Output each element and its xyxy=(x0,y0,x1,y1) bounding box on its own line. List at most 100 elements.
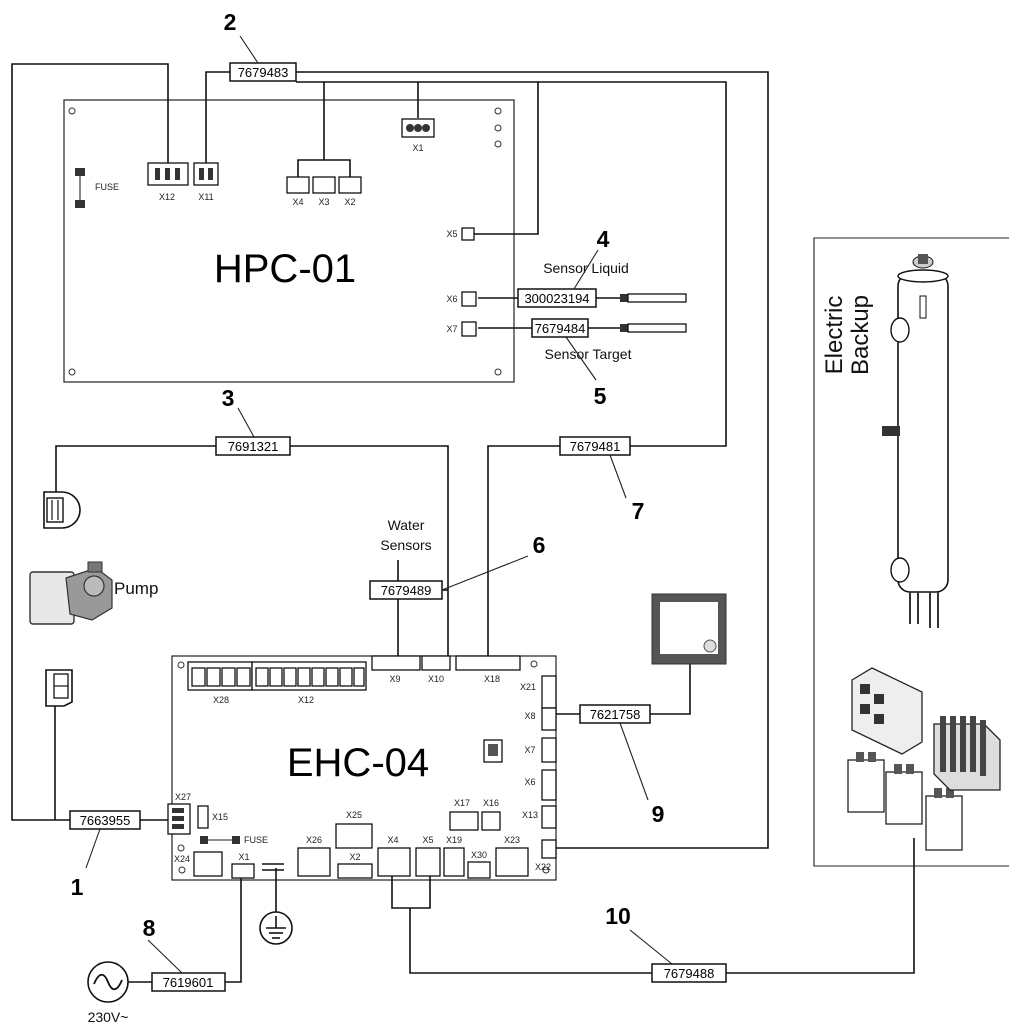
cable-9-part: 7621758 xyxy=(579,704,651,724)
ehc-x30-connector xyxy=(467,861,491,879)
ehc-label-x25: X25 xyxy=(346,810,362,820)
ehc-x5-connector xyxy=(415,847,441,877)
ehc-label-x23: X23 xyxy=(504,835,520,845)
cable-10-part: 7679488 xyxy=(651,963,727,983)
ehc-label-x30: X30 xyxy=(471,850,487,860)
cable-4-part: 300023194 xyxy=(517,288,597,308)
callout-1: 1 xyxy=(71,874,84,900)
sensor-liquid-label: Sensor Liquid xyxy=(543,260,629,276)
cable-5-part: 7679484 xyxy=(531,318,589,338)
hpc-x1-connector xyxy=(401,118,435,138)
motor-icon xyxy=(43,491,81,529)
electric-backup-frame xyxy=(813,237,1009,867)
cable-8-part: 7619601 xyxy=(151,972,226,992)
ehc-label-x9: X9 xyxy=(389,674,400,684)
pump-label: Pump xyxy=(114,579,158,598)
hpc-label-x4: X4 xyxy=(292,197,303,207)
svg-text:7621758: 7621758 xyxy=(590,707,641,722)
ehc-label-x8: X8 xyxy=(524,711,535,721)
hpc-title: HPC-01 xyxy=(214,247,356,291)
plug-icon xyxy=(45,669,73,707)
hpc-label-x6: X6 xyxy=(446,294,457,304)
hpc-board xyxy=(63,99,515,383)
ehc-fuse-label: FUSE xyxy=(244,835,268,845)
hpc-label-x3: X3 xyxy=(318,197,329,207)
ehc-label-x13: X13 xyxy=(522,810,538,820)
hpc-x11-connector xyxy=(193,162,219,186)
ehc-label-x12: X12 xyxy=(298,695,314,705)
cable-3-part: 7691321 xyxy=(215,436,291,456)
ehc-x25-connector xyxy=(335,823,373,849)
hpc-label-x1: X1 xyxy=(412,143,423,153)
hpc-x2-x4-connectors xyxy=(286,176,362,194)
callout-9: 9 xyxy=(652,801,665,827)
ehc-label-x16: X16 xyxy=(483,798,499,808)
svg-text:7691321: 7691321 xyxy=(228,439,279,454)
ground-icon xyxy=(259,911,293,945)
ac-source-icon xyxy=(87,961,129,1003)
ehc-x28-connector xyxy=(187,661,253,691)
ehc-label-x28: X28 xyxy=(213,695,229,705)
ehc-x17-connector xyxy=(449,811,479,831)
ehc-label-x19: X19 xyxy=(446,835,462,845)
ehc-x19-connector xyxy=(443,847,465,877)
callout-3: 3 xyxy=(222,385,235,411)
callout-8: 8 xyxy=(143,915,156,941)
ehc-x9-connector xyxy=(371,655,421,671)
ehc-x18-connector xyxy=(455,655,521,671)
ehc-x4-connector xyxy=(377,847,411,877)
hpc-label-x2: X2 xyxy=(344,197,355,207)
ehc-label-x10: X10 xyxy=(428,674,444,684)
ehc-title: EHC-04 xyxy=(287,741,429,785)
cable-1-part: 7663955 xyxy=(69,810,141,830)
hpc-fuse-label: FUSE xyxy=(95,182,119,192)
sensor-probe-icon xyxy=(620,293,687,333)
ehc-label-x1: X1 xyxy=(238,852,249,862)
svg-text:7679484: 7679484 xyxy=(535,321,586,336)
ehc-label-x2: X2 xyxy=(349,852,360,862)
hpc-x6-connector xyxy=(461,291,477,307)
callout-10: 10 xyxy=(605,903,631,929)
cable-2-part: 7679483 xyxy=(229,62,297,82)
hpc-label-x11: X11 xyxy=(198,192,213,202)
ehc-x2-connector xyxy=(337,863,373,879)
svg-text:7679481: 7679481 xyxy=(570,439,621,454)
hpc-x12-connector xyxy=(147,162,189,186)
ehc-right-column-connectors xyxy=(541,675,557,859)
ehc-label-x7: X7 xyxy=(524,745,535,755)
ehc-x24-connector xyxy=(193,851,223,877)
svg-text:7663955: 7663955 xyxy=(80,813,131,828)
ehc-x12-connector xyxy=(251,661,367,691)
display-panel-icon xyxy=(651,593,727,665)
pump-icon xyxy=(29,561,113,625)
svg-text:7679489: 7679489 xyxy=(381,583,432,598)
ehc-x23-connector xyxy=(495,847,529,877)
svg-text:7679488: 7679488 xyxy=(664,966,715,981)
ehc-label-x27: X27 xyxy=(175,792,191,802)
hpc-label-x7: X7 xyxy=(446,324,457,334)
ehc-x10-connector xyxy=(421,655,451,671)
ehc-label-x21: X21 xyxy=(520,682,536,692)
supply-label: 230V~ xyxy=(88,1009,129,1025)
ehc-label-x15: X15 xyxy=(212,812,228,822)
wire-2 xyxy=(205,71,230,165)
ehc-label-x17: X17 xyxy=(454,798,470,808)
svg-text:7619601: 7619601 xyxy=(163,975,214,990)
ehc-x16-connector xyxy=(481,811,501,831)
svg-text:300023194: 300023194 xyxy=(524,291,589,306)
ehc-label-x24: X24 xyxy=(174,854,190,864)
callout-4: 4 xyxy=(597,226,610,252)
heater-tank-icon xyxy=(882,254,949,628)
hpc-label-x12: X12 xyxy=(159,192,175,202)
callout-5: 5 xyxy=(594,383,607,409)
svg-text:7679483: 7679483 xyxy=(238,65,289,80)
cable-7-part: 7679481 xyxy=(559,436,631,456)
hpc-label-x5: X5 xyxy=(446,229,457,239)
network-port-icon xyxy=(483,739,503,763)
ehc-x27-connector xyxy=(167,803,191,835)
cable-6-part: 7679489 xyxy=(369,580,443,600)
ehc-label-x5: X5 xyxy=(422,835,433,845)
ehc-label-x18: X18 xyxy=(484,674,500,684)
